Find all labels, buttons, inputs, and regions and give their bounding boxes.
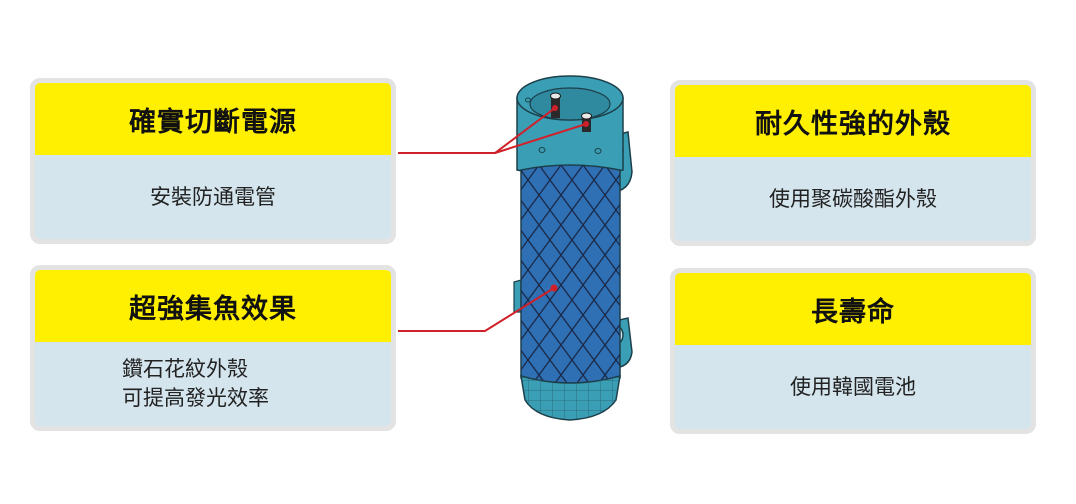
feature-card-power-cutoff: 確實切斷電源 安裝防通電管 bbox=[30, 78, 396, 244]
pointer-power-cutoff bbox=[398, 105, 589, 154]
feature-description: 鑽石花紋外殼 可提高發光效率 bbox=[35, 342, 391, 426]
feature-description: 安裝防通電管 bbox=[35, 155, 391, 239]
device-top-cap bbox=[516, 75, 624, 177]
feature-card-fish-attraction: 超強集魚效果 鑽石花紋外殼 可提高發光效率 bbox=[30, 265, 396, 431]
mounting-tab-left bbox=[513, 279, 522, 313]
feature-card-long-life: 長壽命 使用韓國電池 bbox=[670, 268, 1036, 434]
feature-description-line: 可提高發光效率 bbox=[122, 386, 269, 410]
feature-card-durable-shell: 耐久性強的外殼 使用聚碳酸酯外殼 bbox=[670, 80, 1036, 246]
feature-title: 確實切斷電源 bbox=[35, 83, 391, 155]
feature-title: 超強集魚效果 bbox=[35, 270, 391, 342]
feature-title: 耐久性強的外殼 bbox=[675, 85, 1031, 157]
feature-description-line: 鑽石花紋外殼 bbox=[122, 357, 248, 381]
feature-title: 長壽命 bbox=[675, 273, 1031, 345]
feature-description: 使用聚碳酸酯外殼 bbox=[675, 157, 1031, 241]
device-bottom-cap bbox=[520, 374, 621, 421]
pointer-fish-attraction bbox=[398, 284, 558, 332]
feature-description: 使用韓國電池 bbox=[675, 345, 1031, 429]
feature-description-line: 使用韓國電池 bbox=[790, 374, 916, 399]
feature-description-line: 使用聚碳酸酯外殼 bbox=[769, 186, 937, 211]
device-mesh-body bbox=[520, 164, 621, 386]
feature-description-line: 安裝防通電管 bbox=[150, 184, 276, 209]
